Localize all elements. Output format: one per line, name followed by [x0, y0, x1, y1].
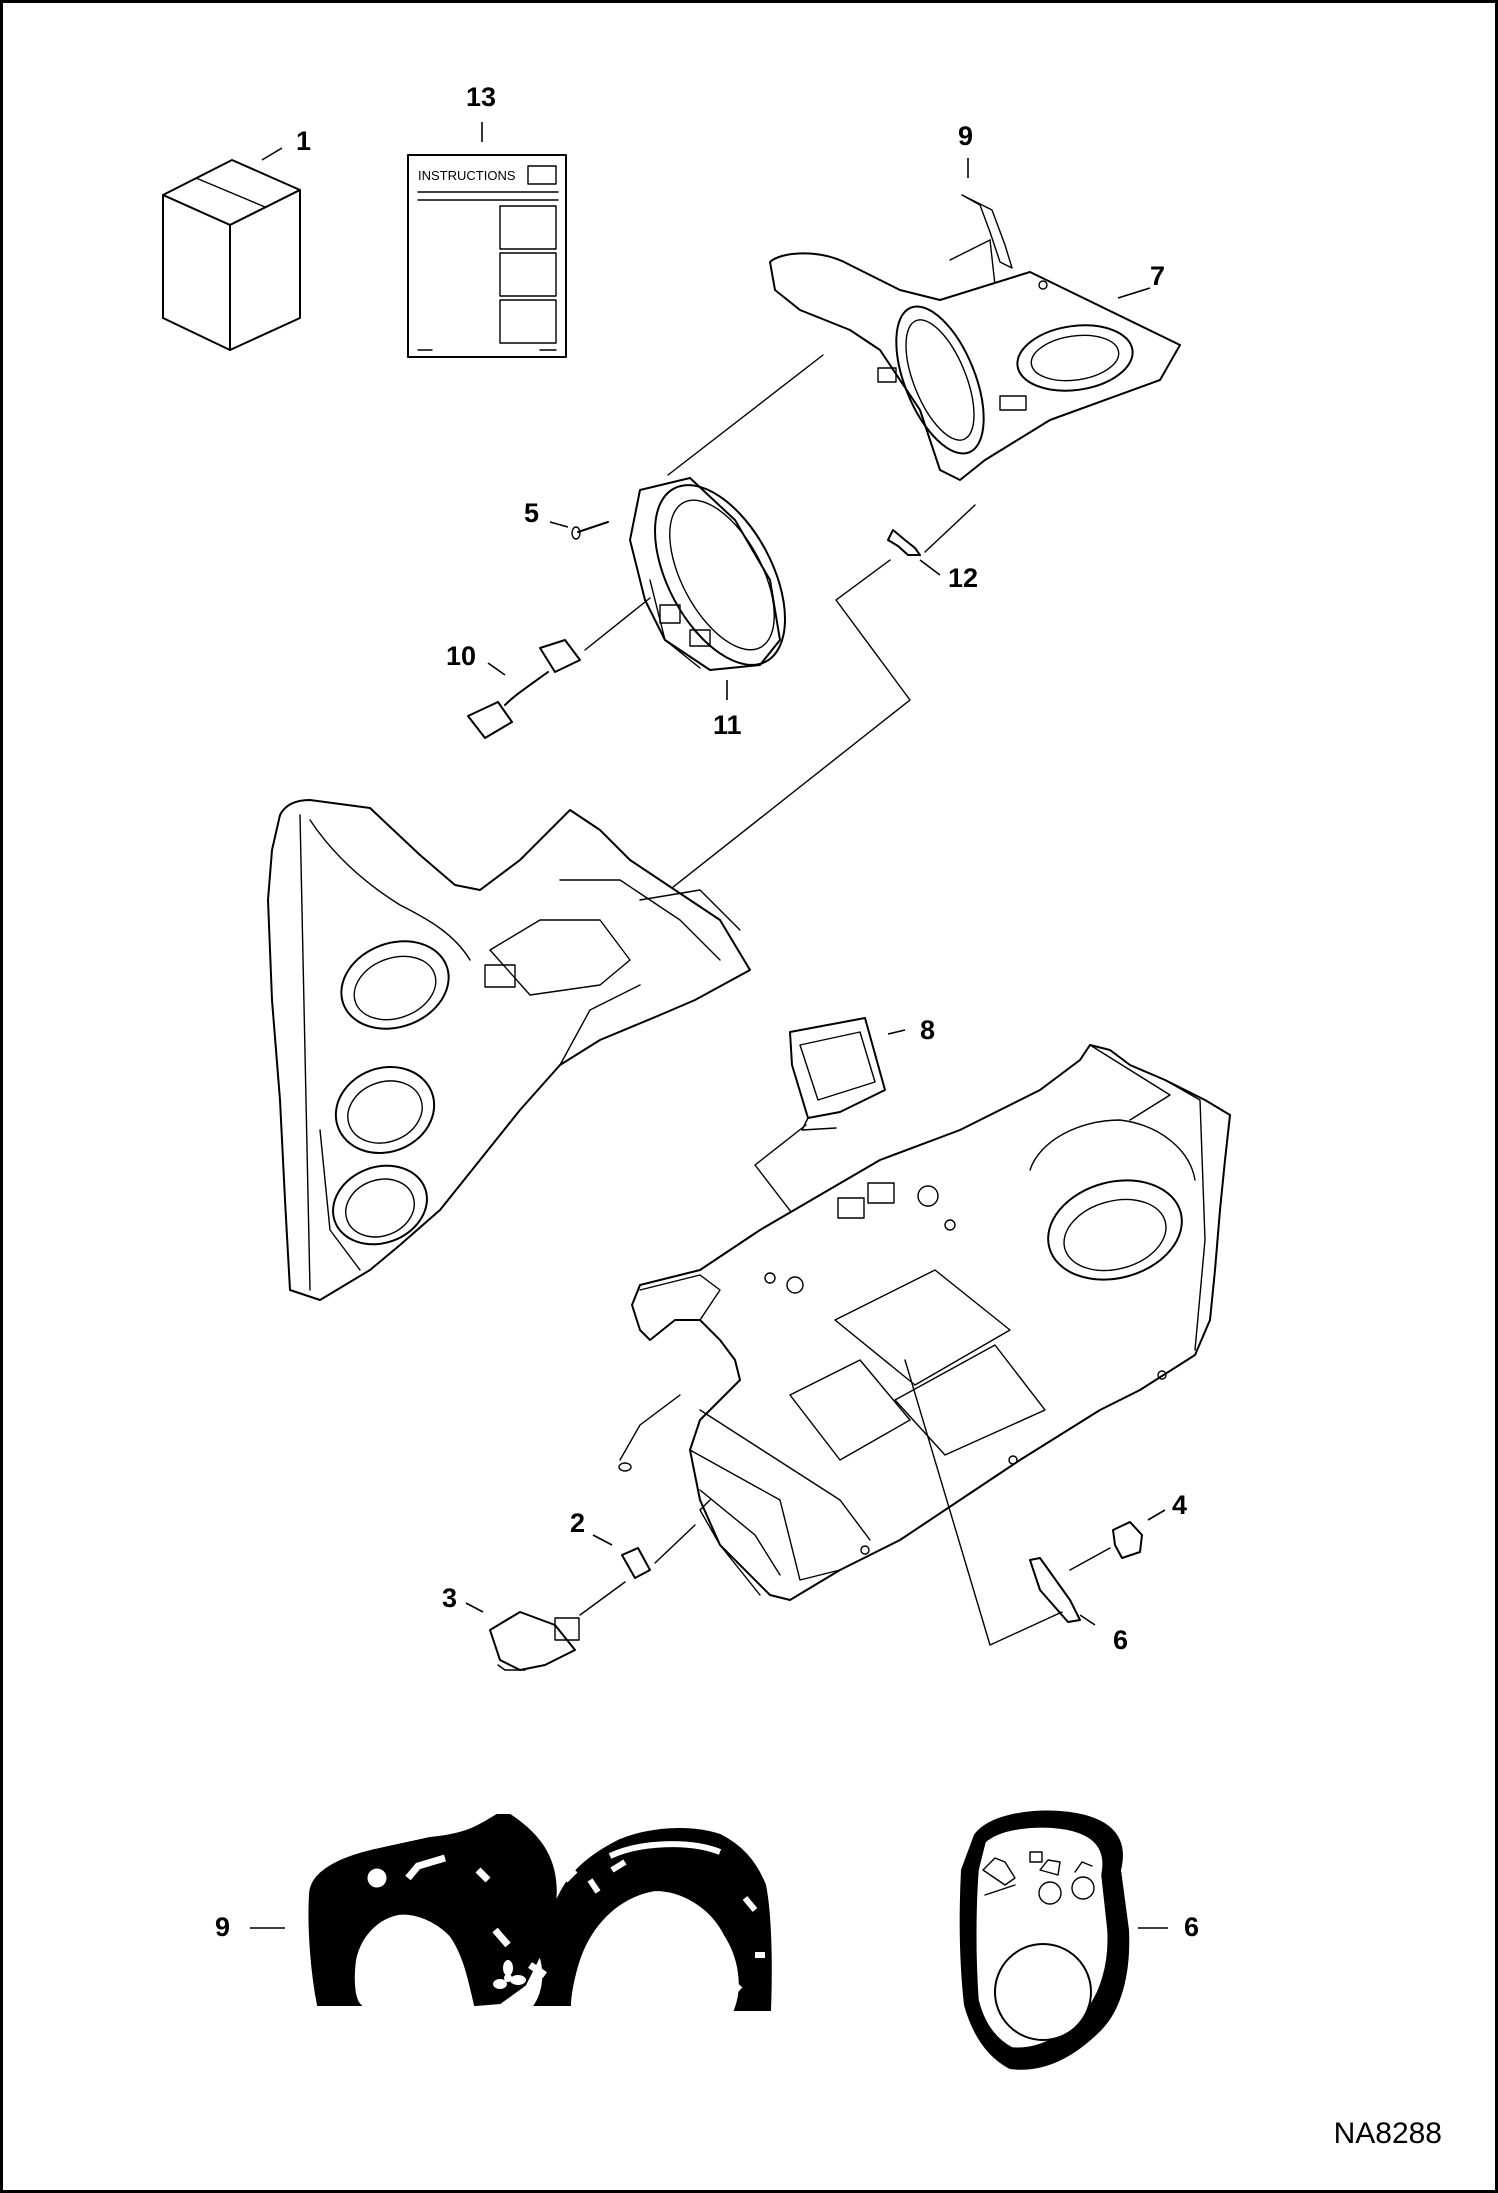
part-2-collar: [592, 1524, 696, 1579]
callout-7: 7: [1150, 261, 1166, 291]
part-7-gauge-bezel: [769, 252, 1181, 481]
part-1-box: [162, 147, 301, 351]
part-3-power-outlet: [465, 1581, 626, 1671]
callout-2: 2: [570, 1508, 586, 1538]
upper-console-housing: [267, 799, 751, 1301]
part-6-decal-small: [904, 1359, 1096, 1646]
callout-10: 10: [446, 641, 477, 671]
part-4-cap: [1069, 1509, 1166, 1571]
part-13-instructions-sheet: INSTRUCTIONS: [407, 122, 567, 358]
callout-13: 13: [466, 82, 497, 112]
instructions-label: INSTRUCTIONS: [418, 168, 516, 183]
part-10-wire-harness: [467, 597, 651, 739]
decal-6-switch-label: [959, 1810, 1168, 2070]
callout-5: 5: [524, 498, 540, 528]
callout-4: 4: [1172, 1490, 1188, 1520]
callout-8: 8: [920, 1015, 936, 1045]
part-5-screw: [549, 521, 609, 540]
callout-9-top: 9: [958, 121, 974, 151]
fan-icon: [493, 1960, 526, 1989]
decal-9-gauge-overlay: [250, 1814, 772, 2011]
part-11-gauge-cluster: [629, 354, 824, 700]
lower-console-housing: [618, 1044, 1231, 1601]
callout-6-decal: 6: [1184, 1912, 1200, 1942]
callout-9-decal: 9: [215, 1912, 231, 1942]
callout-6-lower: 6: [1113, 1625, 1129, 1655]
callout-3: 3: [442, 1583, 458, 1613]
drawing-id: NA8288: [1333, 2117, 1442, 2150]
callout-1: 1: [296, 126, 312, 156]
callout-12: 12: [948, 563, 979, 593]
callout-11: 11: [713, 710, 742, 740]
part-12-clip: [529, 504, 976, 1001]
